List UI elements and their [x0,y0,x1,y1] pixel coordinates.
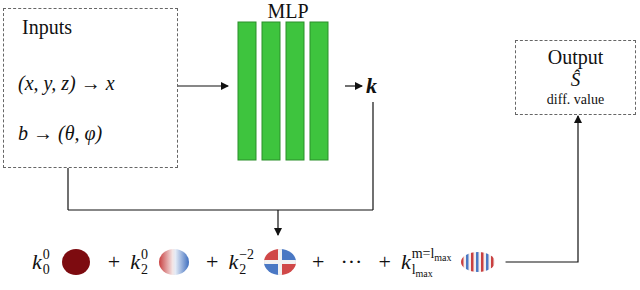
coefficient-symbol: k [401,249,411,275]
box-heading: Output [522,45,629,69]
block-heading: MLP [228,0,348,22]
degree-index: 0 [43,262,50,277]
output-box: OutputŜdiff. value [515,40,636,115]
operator: + [312,249,324,275]
input-text: b → (θ, φ) [18,121,102,145]
operator: + [378,249,390,275]
degree-index: 2 [239,262,254,277]
index-stack: 00 [43,247,50,277]
degree-index: 2 [141,262,148,277]
order-index: 0 [43,247,50,262]
harmonic-blob [154,247,194,277]
output-text: diff. value [522,91,629,108]
sum-line [506,116,578,262]
operator: + [206,249,218,275]
order-index: max [434,252,451,263]
order-index: 0 [141,247,148,262]
expansion-row: k00 +k02 +k−22 [30,240,502,284]
connector [178,85,228,86]
input-text: (x, y, z) → x [18,71,115,95]
order-index: 0 [141,247,148,262]
coefficient-symbol: k [228,249,238,275]
degree-index: lmax [412,262,452,278]
harmonic-blob [458,247,498,277]
harmonic-blob [260,247,300,277]
mlp-block: MLP [228,0,348,166]
index-stack: −22 [239,247,254,277]
order-index: 0 [43,247,50,262]
degree-index: 2 [239,262,246,277]
coefficient: km=lmaxlmax [401,246,452,278]
order-index: m=lmax [412,246,452,262]
coefficient-symbol: k [32,249,42,275]
box-heading: Inputs [22,15,72,39]
operator: ··· [340,249,362,275]
degree-index: max [416,268,433,279]
index-stack: m=lmaxlmax [412,246,452,278]
degree-index: l [412,262,416,277]
degree-index: 2 [141,262,148,277]
output-vector: k [366,74,377,98]
order-index: −2 [239,247,254,262]
degree-index: 0 [43,262,50,277]
input-box: Inputs (x, y, z) → x b → (θ, φ) [3,8,178,168]
harmonic-blob [56,247,96,277]
coefficient: k02 [130,247,148,277]
coefficient-symbol: k [130,249,140,275]
order-index: −2 [239,247,254,262]
coefficient: k−22 [228,247,254,277]
output-symbol: Ŝ [522,69,629,91]
index-stack: 02 [141,247,148,277]
operator: + [108,249,120,275]
coefficient: k00 [32,247,50,277]
order-index: m=l [412,246,435,261]
